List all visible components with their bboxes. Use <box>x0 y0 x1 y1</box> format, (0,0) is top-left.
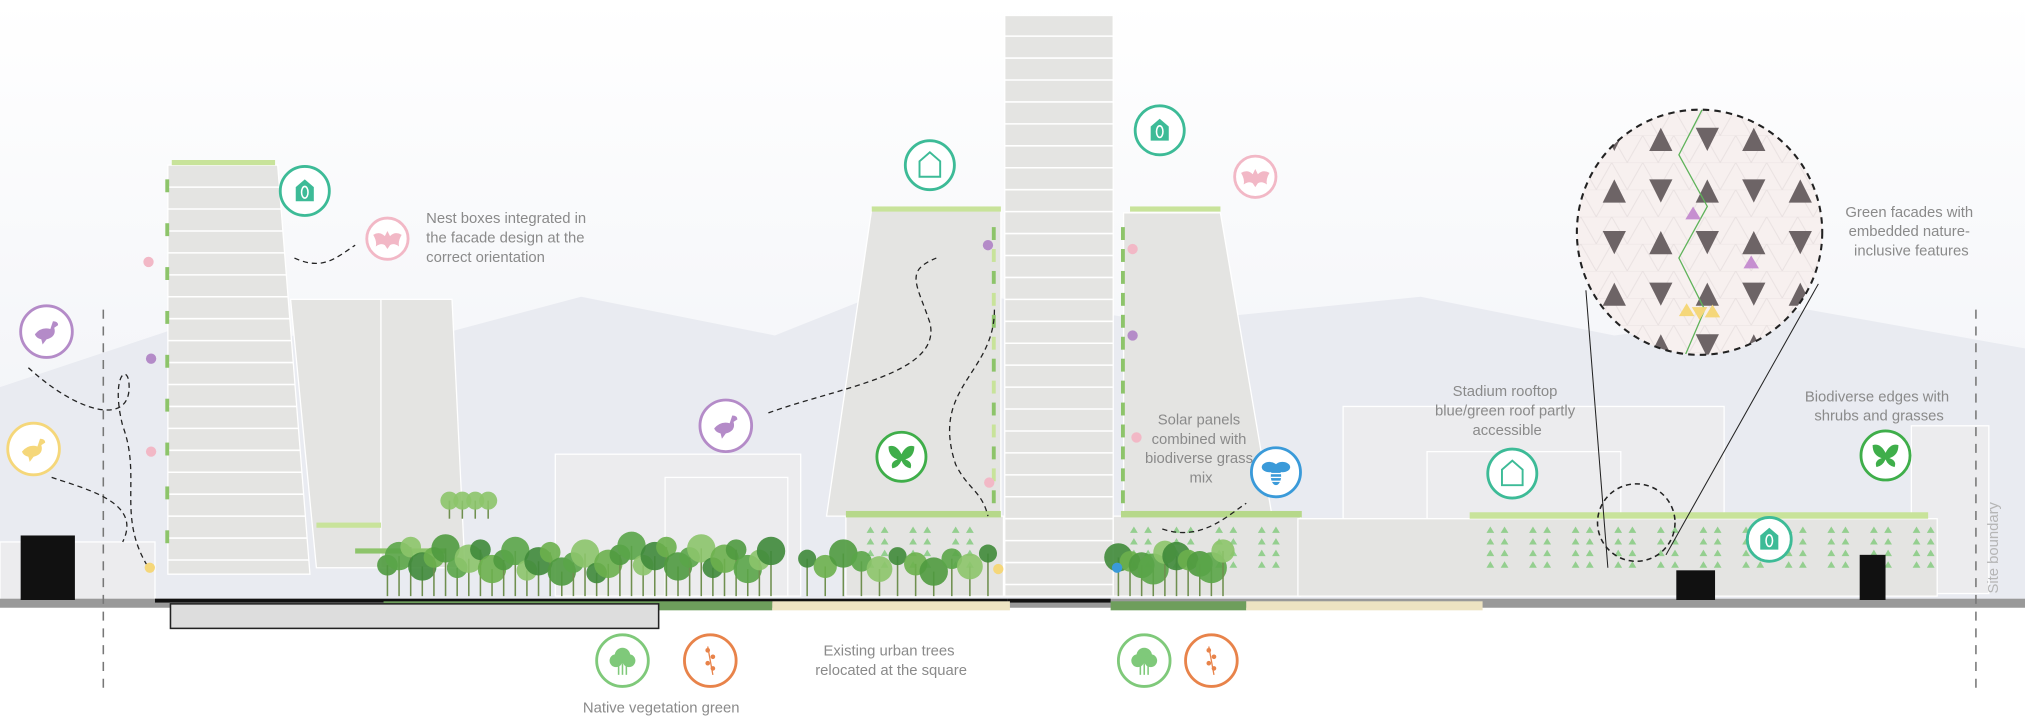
leaf-house-icon <box>278 165 331 217</box>
tree <box>978 544 998 563</box>
basement <box>169 603 660 630</box>
central-towers <box>825 14 1302 597</box>
black-block <box>1676 570 1716 600</box>
bee-icon <box>1249 446 1302 499</box>
nest-box-marker <box>1131 432 1142 443</box>
ground-section <box>0 535 2025 630</box>
existing-trees-label: Existing urban trees relocated at the sq… <box>815 643 967 678</box>
black-block <box>20 535 75 600</box>
tree <box>798 549 817 568</box>
tree-icon <box>595 633 650 688</box>
nest-box-marker <box>143 256 154 268</box>
nest-box-marker <box>1127 243 1138 255</box>
ground-beige-strip <box>772 601 1010 611</box>
tree <box>919 557 948 586</box>
nest-boxes-label: Nest boxes integrated in the facade desi… <box>426 211 590 266</box>
tree <box>829 539 858 568</box>
leaf-house-icon <box>1745 516 1793 563</box>
nest-box-marker <box>144 562 155 573</box>
tree <box>570 539 600 568</box>
butterfly-icon <box>875 430 928 483</box>
plant-icon <box>1184 633 1239 688</box>
tree <box>470 539 491 560</box>
tree <box>1211 539 1235 563</box>
tree <box>539 541 561 563</box>
bird-icon <box>19 304 74 359</box>
butterfly-icon <box>1859 429 1912 482</box>
nest-box-marker <box>1111 562 1123 573</box>
tree-icon <box>1116 633 1172 688</box>
nest-box-marker <box>982 240 994 251</box>
solar-panels-label: Solar panels combined with biodiverse gr… <box>1145 413 1257 487</box>
black-block <box>1859 554 1886 600</box>
tree <box>687 534 716 563</box>
leaf-house-icon <box>1133 104 1186 157</box>
tree <box>453 491 472 510</box>
stadium-rooftop-label: Stadium rooftop blue/green roof partly a… <box>1435 384 1579 439</box>
tree <box>501 536 530 566</box>
tree <box>725 539 747 560</box>
bat-icon <box>365 216 410 261</box>
tree <box>851 550 872 572</box>
bird-icon <box>6 421 61 477</box>
site-boundary-label: Site boundary <box>1986 501 2002 593</box>
bird-icon <box>698 398 754 454</box>
nest-box-marker <box>984 477 995 488</box>
tree <box>956 553 983 580</box>
plant-icon <box>683 633 738 688</box>
tree <box>431 534 460 563</box>
green-facades-label: Green facades with embedded nature- incl… <box>1845 205 1977 260</box>
tree <box>941 548 963 570</box>
nest-box-marker <box>145 353 157 364</box>
tree <box>466 491 485 510</box>
flight-paths <box>27 244 1247 569</box>
bat-icon <box>1233 154 1278 199</box>
tree <box>440 491 459 510</box>
tree-clusters <box>377 491 1235 597</box>
nest-box-marker <box>993 563 1004 575</box>
tree <box>400 536 422 558</box>
tree <box>866 556 893 582</box>
tree <box>888 547 907 566</box>
tree <box>617 531 646 560</box>
nest-box-marker <box>1127 330 1138 341</box>
tree <box>756 536 786 566</box>
nest-box-marker <box>145 446 157 457</box>
tree <box>479 491 498 510</box>
house-icon <box>1486 447 1539 500</box>
biodiverse-edges-label: Biodiverse edges with shrubs and grasses <box>1805 389 1953 424</box>
native-vegetation-label: Native vegetation green <box>583 700 740 716</box>
facade-detail-lens <box>1575 108 1824 568</box>
tree <box>656 536 677 558</box>
house-icon <box>903 139 956 192</box>
